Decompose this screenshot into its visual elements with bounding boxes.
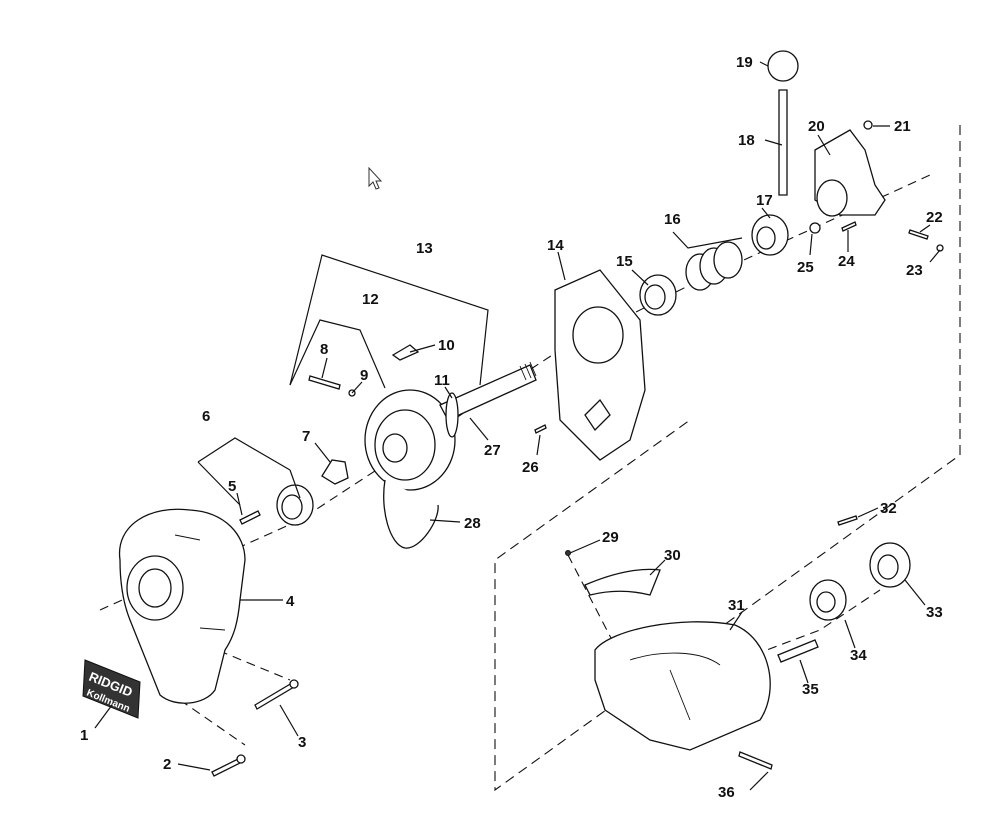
part-6-collar (276, 484, 314, 526)
part-15-bearing (639, 274, 677, 316)
part-32-screw (837, 515, 858, 526)
leader-lines (94, 61, 941, 791)
part-24-screw (841, 221, 857, 232)
part-8-pin (308, 375, 341, 390)
callout-28: 28 (464, 515, 481, 532)
part-17-cam (751, 214, 789, 256)
part-5-screw (239, 510, 261, 525)
part-36-screw (738, 751, 773, 770)
part-35-shaft (777, 639, 819, 663)
part-7-bracket (321, 459, 349, 485)
part-23-clip (936, 244, 944, 252)
part-3-screw (254, 679, 299, 710)
callout-4: 4 (286, 593, 295, 610)
callout-13: 13 (416, 240, 433, 257)
part-29-pin (565, 550, 571, 556)
callout-19: 19 (736, 54, 753, 71)
part-31-rear-cover (594, 621, 771, 751)
part-20-housing (814, 129, 886, 217)
callout-7: 7 (302, 428, 310, 445)
callout-1: 1 (80, 727, 88, 744)
callout-16: 16 (664, 211, 681, 228)
part-22-pin (908, 229, 929, 240)
callout-34: 34 (850, 647, 867, 664)
part-10-clip (391, 344, 420, 361)
callout-35: 35 (802, 681, 819, 698)
callout-26: 26 (522, 459, 539, 476)
callout-20: 20 (808, 118, 825, 135)
part-4-front-cover (118, 508, 246, 704)
callout-29: 29 (602, 529, 619, 546)
callout-5: 5 (228, 478, 236, 495)
callout-23: 23 (906, 262, 923, 279)
part-30-guard (584, 568, 661, 596)
callout-21: 21 (894, 118, 911, 135)
callout-36: 36 (718, 784, 735, 801)
mouse-cursor-icon (368, 166, 383, 190)
callout-17: 17 (756, 192, 773, 209)
callout-22: 22 (926, 209, 943, 226)
callout-14: 14 (547, 237, 564, 254)
part-13-drum-assembly (364, 389, 456, 491)
part-27-shaft (439, 361, 537, 421)
part-19-knob (767, 50, 799, 82)
callout-12: 12 (362, 291, 379, 308)
part-18-rod (778, 89, 788, 196)
callout-27: 27 (484, 442, 501, 459)
callout-33: 33 (926, 604, 943, 621)
callout-2: 2 (163, 756, 171, 773)
part-26-screw (534, 424, 547, 434)
callout-30: 30 (664, 547, 681, 564)
callout-31: 31 (728, 597, 745, 614)
callout-3: 3 (298, 734, 306, 751)
callout-8: 8 (320, 341, 328, 358)
part-11-spring (445, 392, 459, 438)
callout-10: 10 (438, 337, 455, 354)
part-34-bearing (809, 579, 847, 621)
callout-18: 18 (738, 132, 755, 149)
part-28-belt (383, 479, 439, 549)
callout-15: 15 (616, 253, 633, 270)
callout-9: 9 (360, 367, 368, 384)
part-25-nut (809, 222, 821, 234)
part-21-screw (863, 120, 873, 130)
callout-6: 6 (202, 408, 210, 425)
callout-32: 32 (880, 500, 897, 517)
callout-labels: 1 2 3 4 5 6 7 8 9 10 11 12 13 14 15 16 1… (80, 54, 943, 801)
part-16-spring-set (685, 241, 743, 291)
callout-11: 11 (434, 372, 450, 389)
part-1-nameplate: RIDGID Kollmann (82, 659, 141, 719)
part-14-plate (554, 269, 646, 461)
callout-25: 25 (797, 259, 814, 276)
callout-24: 24 (838, 253, 855, 270)
assembly-guides (99, 125, 961, 792)
part-2-screw (211, 754, 246, 777)
part-33-pulley (869, 542, 911, 588)
